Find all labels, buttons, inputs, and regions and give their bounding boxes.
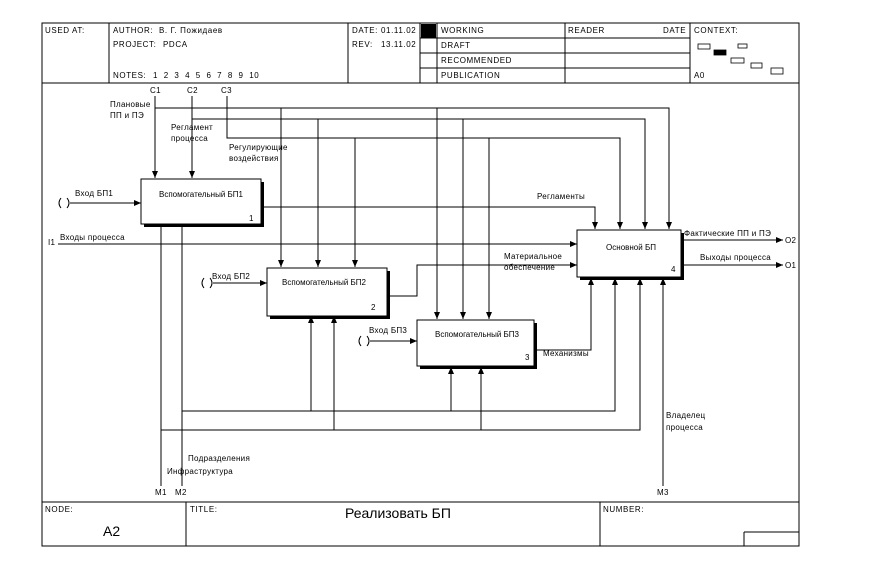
box-number-bp1: 1 — [249, 214, 254, 223]
label-material-line1: Материальное — [504, 252, 562, 261]
activity-box-bp3[interactable]: Вспомогательный БП3 3 — [416, 319, 537, 369]
label-mechanisms: Механизмы — [543, 349, 589, 358]
status-draft: DRAFT — [441, 41, 471, 50]
arrow-c1-to-main — [155, 107, 672, 229]
label-plan-line2: ПП и ПЭ — [110, 111, 144, 120]
label-process-inputs: Входы процесса — [60, 233, 125, 242]
header-block: USED AT: AUTHOR: В. Г. Пожидаев PROJECT:… — [42, 23, 799, 84]
label-material-line2: обеспечение — [504, 263, 555, 272]
context-label: CONTEXT: — [694, 26, 738, 35]
project-label: PROJECT: — [113, 40, 156, 49]
label-m1: M1 — [155, 488, 167, 497]
activity-box-main[interactable]: Основной БП 4 — [576, 229, 684, 280]
arrow-labels: C1 C2 C3 Плановые ПП и ПЭ Регламент проц… — [48, 86, 797, 497]
label-o1: O1 — [785, 261, 797, 270]
box-number-main: 4 — [671, 265, 676, 274]
activity-box-bp1[interactable]: Вспомогательный БП1 1 — [140, 178, 264, 227]
status-working: WORKING — [441, 26, 484, 35]
box-title-bp1: Вспомогательный БП1 — [159, 190, 244, 199]
rev-value: 13.11.02 — [381, 40, 416, 49]
arrow-reglaments — [261, 206, 598, 229]
label-c1: C1 — [150, 86, 161, 95]
label-owner-line2: процесса — [666, 423, 703, 432]
context-thumbnail — [697, 43, 784, 75]
box-title-main: Основной БП — [606, 243, 656, 252]
context-node: A0 — [694, 71, 705, 80]
number-label: NUMBER: — [603, 505, 644, 514]
arrows — [58, 96, 783, 486]
node-label: NODE: — [45, 505, 73, 514]
footer-block: NODE: A2 TITLE: Реализовать БП NUMBER: — [42, 501, 799, 546]
project-value: PDCA — [163, 40, 188, 49]
author-label: AUTHOR: — [113, 26, 153, 35]
label-o2: O2 — [785, 236, 797, 245]
tunnel-mark-bp3 — [358, 335, 362, 347]
label-owner-line1: Владелец — [666, 411, 706, 420]
box-title-bp2: Вспомогательный БП2 — [282, 278, 367, 287]
rev-label: REV: — [352, 40, 373, 49]
label-c2: C2 — [187, 86, 198, 95]
status-publication: PUBLICATION — [441, 71, 500, 80]
label-plan-line1: Плановые — [110, 100, 151, 109]
label-c3: C3 — [221, 86, 232, 95]
arrow-m2-to-main — [182, 278, 618, 412]
arrow-m1-to-main — [161, 278, 643, 431]
label-m2: M2 — [175, 488, 187, 497]
label-regulating-line2: воздействия — [229, 154, 279, 163]
activity-box-bp2[interactable]: Вспомогательный БП2 2 — [266, 267, 390, 319]
reader-date-label: DATE — [663, 26, 686, 35]
title-label: TITLE: — [190, 505, 218, 514]
label-input-bp3: Вход БП3 — [369, 326, 407, 335]
box-number-bp2: 2 — [371, 303, 376, 312]
arrow-material-supply — [387, 262, 577, 297]
diagram-frame — [41, 22, 800, 547]
used-at-label: USED AT: — [45, 26, 85, 35]
notes-values: 1 2 3 4 5 6 7 8 9 10 — [153, 71, 259, 80]
label-actual-pp: Фактические ПП и ПЭ — [684, 229, 771, 238]
label-reglaments: Регламенты — [537, 192, 585, 201]
notes-label: NOTES: — [113, 71, 146, 80]
label-reglament-line1: Регламент — [171, 123, 213, 132]
label-i1: I1 — [48, 238, 56, 247]
date-label: DATE: — [352, 26, 378, 35]
working-status-marker — [421, 24, 436, 38]
label-reglament-line2: процесса — [171, 134, 208, 143]
tunnel-mark-bp1 — [58, 197, 62, 209]
date-value: 01.11.02 — [381, 26, 416, 35]
node-value: A2 — [103, 523, 120, 539]
label-divisions: Подразделения — [188, 454, 250, 463]
box-title-bp3: Вспомогательный БП3 — [435, 330, 520, 339]
arrow-c2-to-main — [192, 118, 648, 229]
label-infrastructure: Инфраструктура — [167, 467, 233, 476]
author-value: В. Г. Пожидаев — [159, 26, 223, 35]
label-regulating-line1: Регулирующие — [229, 143, 288, 152]
label-input-bp1: Вход БП1 — [75, 189, 113, 198]
arrow-mechanisms — [534, 278, 594, 351]
label-process-outputs: Выходы процесса — [700, 253, 771, 262]
tunnel-mark-bp2 — [201, 277, 205, 289]
box-number-bp3: 3 — [525, 353, 530, 362]
label-m3: M3 — [657, 488, 669, 497]
arrow-c3-to-main — [226, 96, 623, 229]
status-recommended: RECOMMENDED — [441, 56, 512, 65]
label-input-bp2: Вход БП2 — [212, 272, 250, 281]
diagram-title: Реализовать БП — [345, 505, 451, 521]
reader-label: READER — [568, 26, 605, 35]
